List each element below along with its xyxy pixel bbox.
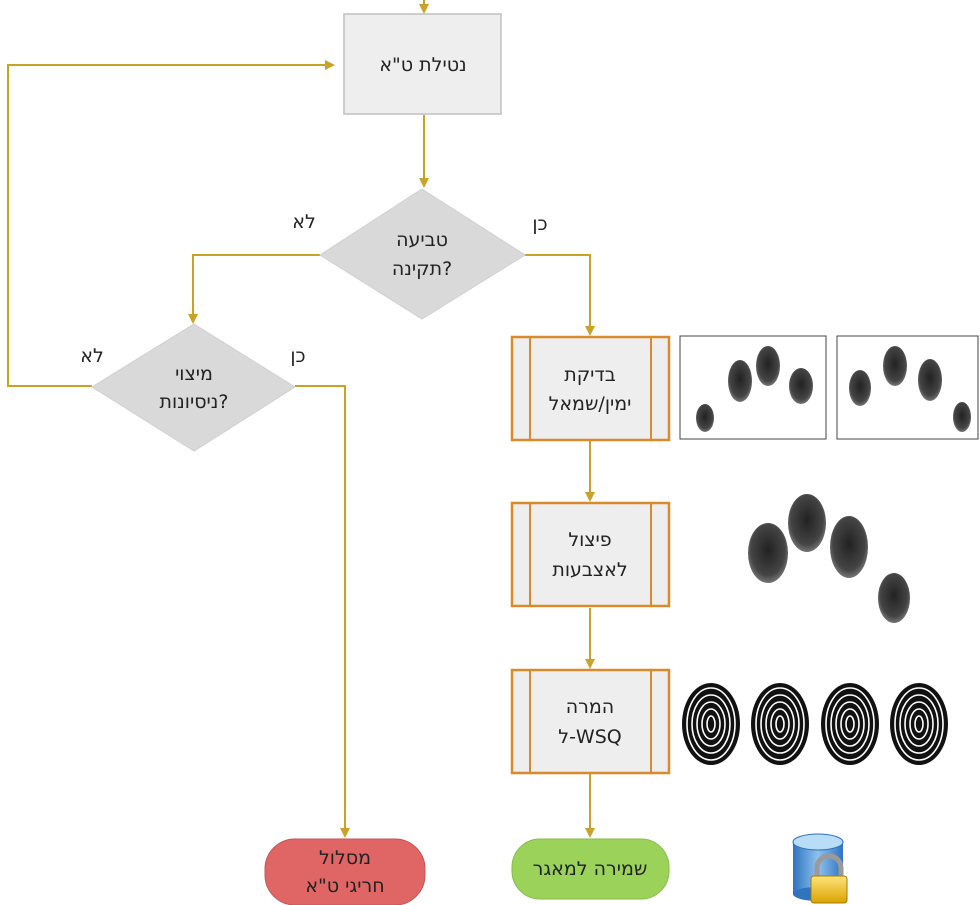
connectors — [7, 0, 595, 838]
wsq-fingerprint-icon — [682, 683, 948, 765]
arrow-quality-yes — [525, 254, 595, 336]
subprocess-left-right-line2: ימין/שמאל — [549, 393, 632, 415]
edge-label-quality-no: לא — [292, 211, 316, 233]
node-take-fingerprint: נטילת ט"א — [343, 13, 502, 115]
arrow-attempts-no-loop — [7, 60, 335, 387]
fingerprint-slap-right-icon — [836, 335, 979, 440]
decision-quality: טביעה תקינה? — [319, 188, 526, 320]
decision-quality-line1: טביעה — [396, 229, 448, 251]
subprocess-convert-line2: ל-WSQ — [558, 726, 621, 748]
decision-attempts-line1: מיצוי — [175, 363, 213, 385]
fingerprint-slap-left-icon — [679, 335, 827, 440]
decision-attempts: מיצוי ניסיונות? — [91, 323, 296, 452]
arrow-quality-no — [188, 254, 320, 324]
subprocess-split-line1: פיצול — [568, 529, 611, 551]
terminal-exception-line1: מסלול — [319, 847, 371, 869]
subprocess-left-right-check: בדיקת ימין/שמאל — [510, 335, 671, 442]
terminal-exception-path: מסלול חריגי ט"א — [264, 838, 426, 905]
edge-label-quality-yes: כן — [532, 213, 547, 235]
subprocess-convert-wsq: המרה ל-WSQ — [510, 668, 671, 775]
terminal-save-label: שמירה למאגר — [533, 858, 648, 880]
node-take-fingerprint-label: נטילת ט"א — [379, 54, 466, 76]
edge-label-attempts-yes: כן — [290, 345, 305, 367]
terminal-save-db: שמירה למאגר — [511, 838, 670, 900]
subprocess-left-right-line1: בדיקת — [564, 364, 616, 386]
subprocess-split-line2: לאצבעות — [552, 559, 627, 581]
subprocess-convert-line1: המרה — [566, 696, 614, 718]
database-lock-icon — [792, 833, 848, 904]
arrow-attempts-yes — [295, 385, 350, 838]
decision-quality-line2: תקינה? — [392, 258, 452, 280]
edge-label-attempts-no: לא — [80, 345, 104, 367]
terminal-exception-line2: חריגי ט"א — [305, 875, 384, 897]
decision-attempts-line2: ניסיונות? — [160, 391, 229, 413]
subprocess-split-fingers: פיצול לאצבעות — [510, 501, 671, 608]
segmented-fingers-icon — [748, 494, 910, 623]
